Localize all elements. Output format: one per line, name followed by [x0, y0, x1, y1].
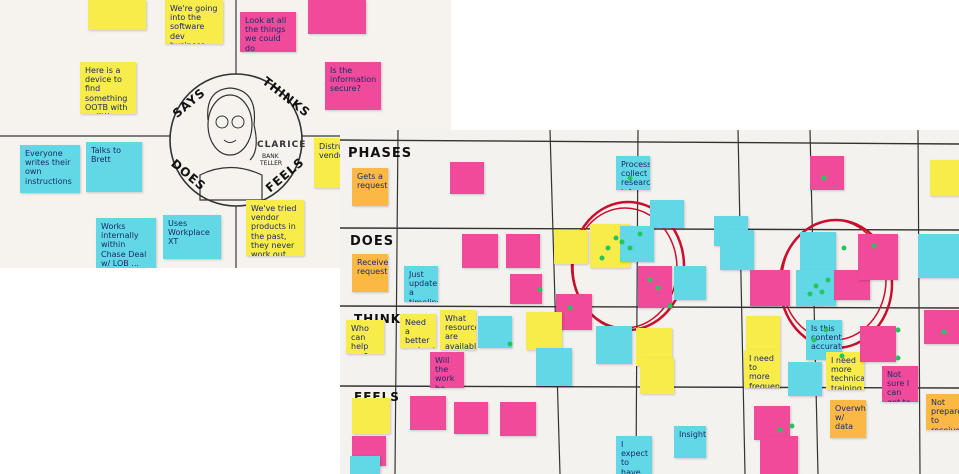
sticky-note: [810, 156, 844, 190]
sticky-note: I need more technical training: [826, 352, 864, 390]
sticky-note: [860, 326, 896, 362]
sticky-note: I expect to have someone aware of my wor…: [616, 436, 652, 474]
sticky-note: [638, 266, 672, 308]
sticky-note: [554, 230, 588, 264]
sticky-note: [510, 274, 542, 304]
sticky-note: [556, 294, 592, 330]
sticky-note: [596, 326, 632, 364]
sticky-note: [754, 406, 790, 440]
sticky-note: [410, 396, 446, 430]
persona-role-line1: BANK: [262, 153, 279, 160]
voting-dots: [507, 175, 947, 433]
sticky-note: Not prepared to receive my work: [926, 394, 959, 430]
sticky-note: [450, 162, 484, 194]
sticky-note: We've tried vendor products in the past,…: [246, 200, 304, 256]
sticky-note: [478, 316, 512, 348]
sticky-note: Works internally within Chase Deal w/ LO…: [96, 218, 156, 268]
sticky-note: Here is a device to find something OOTB …: [80, 62, 136, 114]
sticky-note: [720, 230, 754, 270]
empathy-map-lines: [0, 0, 451, 268]
sticky-note: [760, 436, 798, 474]
sticky-note: Talks to Brett: [86, 142, 142, 192]
sticky-note: Who can help me?: [346, 320, 384, 354]
sticky-note: Process/ collect research information: [616, 156, 650, 190]
sticky-note: [506, 234, 540, 268]
sticky-note: Gets a request: [352, 168, 388, 206]
sticky-note: [308, 0, 366, 34]
sticky-note: [924, 310, 959, 344]
sticky-note: [918, 234, 959, 278]
sticky-note: Look at all the things we could do: [240, 12, 296, 52]
sticky-note: [750, 270, 790, 306]
sticky-note: [858, 234, 898, 280]
sticky-note: [800, 232, 836, 270]
sticky-note: Not sure I can get to that: [882, 366, 918, 402]
sticky-note: [930, 160, 959, 196]
sticky-note: Just update a timeline & help identify t…: [404, 266, 438, 302]
sticky-note: [454, 402, 488, 434]
sticky-note: Need a better understanding of process: [400, 314, 436, 348]
persona-role-line2: TELLER: [260, 160, 283, 167]
persona-name: CLARICE: [257, 140, 307, 150]
sticky-note: [640, 358, 674, 394]
sticky-note: [536, 348, 572, 386]
sticky-note: [88, 0, 146, 30]
sticky-note: Overwhelm w/ data: [830, 400, 866, 438]
sticky-note: [674, 266, 706, 300]
sticky-note: [500, 402, 536, 436]
sticky-note: [352, 398, 390, 434]
sticky-note: I need to more frequently call on custom…: [744, 350, 780, 388]
row-label-does: DOES: [350, 234, 395, 249]
sticky-note: [350, 456, 380, 474]
sticky-note: Everyone writes their own instructions: [20, 145, 80, 193]
sticky-note: Insight: [674, 426, 706, 458]
sticky-note: [788, 362, 822, 396]
sticky-note: [746, 316, 780, 350]
sticky-note: [650, 200, 684, 228]
row-label-phases: PHASES: [348, 146, 413, 161]
sticky-note: What resources are available?: [440, 310, 476, 350]
sticky-note: [620, 226, 654, 262]
sticky-note: We're going into the software dev busine…: [165, 0, 223, 44]
sticky-note: [462, 234, 498, 268]
sticky-note: [526, 312, 562, 350]
journey-board-photo: PHASES DOES THINKS FEELS Gets a request …: [340, 130, 959, 474]
sticky-note: Is the information secure?: [325, 62, 381, 110]
sticky-note: Receive request: [352, 254, 388, 292]
sticky-note: Uses Workplace XT: [163, 215, 221, 259]
sticky-note: Will the work be reimbursed?: [430, 352, 464, 388]
